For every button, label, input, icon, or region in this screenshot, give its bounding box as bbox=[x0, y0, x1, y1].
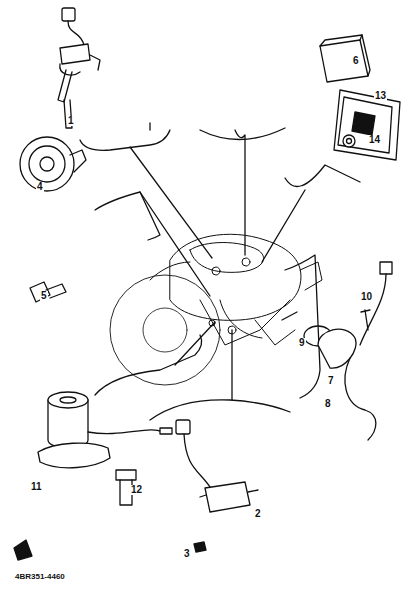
switch-part bbox=[58, 8, 100, 128]
callout-number: 11 bbox=[30, 482, 43, 492]
callout-number: 2 bbox=[254, 509, 262, 519]
callout-number: 6 bbox=[352, 56, 360, 66]
part-code: 4BR351-4460 bbox=[14, 573, 66, 581]
callout-number: 7 bbox=[327, 376, 335, 386]
bracket-lines bbox=[80, 123, 360, 420]
motorcycle-frame bbox=[110, 234, 322, 385]
solenoid-part bbox=[38, 392, 172, 505]
plate-part bbox=[334, 90, 400, 160]
horn-part bbox=[20, 137, 86, 302]
callout-number: 3 bbox=[183, 549, 191, 559]
callout-number: 9 bbox=[298, 338, 306, 348]
callout-number: 14 bbox=[368, 135, 381, 145]
callout-number: 13 bbox=[374, 91, 387, 101]
callout-number: 12 bbox=[130, 485, 143, 495]
valve-part bbox=[176, 420, 258, 552]
callout-number: 5 bbox=[40, 291, 48, 301]
warning-mark bbox=[14, 540, 32, 560]
callout-number: 4 bbox=[36, 182, 44, 192]
callout-number: 1 bbox=[67, 116, 75, 126]
sensor-part bbox=[304, 262, 392, 440]
relay-part bbox=[320, 35, 370, 82]
callout-number: 8 bbox=[324, 399, 332, 409]
callout-number: 10 bbox=[360, 292, 373, 302]
